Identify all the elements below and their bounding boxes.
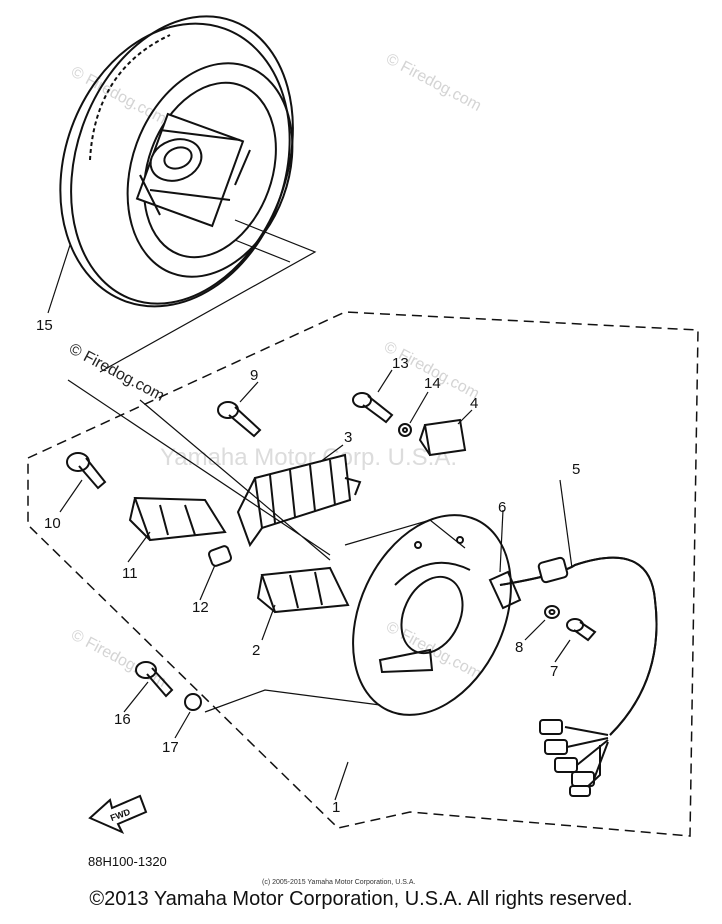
- flywheel-rotor: [59, 15, 294, 308]
- pickup-coil: [423, 418, 467, 457]
- part-labels: 1 2 3 4 5 6 7 8 9 10 11 12 13 14 15 16 1…: [36, 317, 580, 816]
- diagram-code: 88H100-1320: [88, 854, 167, 869]
- leader-9: [239, 381, 259, 403]
- label-12: 12: [192, 599, 209, 616]
- label-10: 10: [44, 515, 61, 532]
- leader-4: [457, 409, 473, 425]
- charge-coil: [236, 453, 362, 548]
- leader-8: [524, 619, 546, 641]
- label-13: 13: [392, 355, 409, 372]
- leader-11: [127, 531, 151, 563]
- watermark-top-left: © Firedog.com: [68, 64, 169, 128]
- watermark-top-right: © Firedog.com: [383, 51, 484, 115]
- screw-16: [135, 661, 174, 698]
- label-17: 17: [162, 739, 179, 756]
- leader-1: [334, 761, 349, 801]
- label-1: 1: [332, 799, 340, 816]
- leader-7: [554, 639, 571, 663]
- screw-9: [217, 401, 262, 438]
- leader-6: [499, 509, 504, 573]
- source-coil: [133, 496, 227, 542]
- leader-13: [377, 369, 393, 393]
- washer-14: [398, 423, 412, 437]
- leader-assembly-a: [67, 379, 331, 561]
- washer-17: [184, 693, 202, 711]
- leader-16: [123, 681, 149, 713]
- label-3: 3: [344, 429, 352, 446]
- footer-copyright: ©2013 Yamaha Motor Corporation, U.S.A. A…: [89, 888, 633, 910]
- leader-10: [59, 479, 83, 513]
- label-14: 14: [424, 375, 441, 392]
- screw-7: [566, 618, 597, 642]
- collar-12: [207, 545, 233, 567]
- stator-plate: [352, 514, 512, 716]
- leader-3: [319, 444, 344, 463]
- leader-5: [559, 479, 573, 569]
- label-7: 7: [550, 663, 558, 680]
- assembly-boundary: [27, 311, 699, 837]
- leader-14: [409, 391, 429, 424]
- label-11: 11: [122, 565, 138, 582]
- leader-assembly-c: [204, 689, 381, 713]
- label-15: 15: [36, 317, 53, 334]
- leader-12: [199, 564, 216, 601]
- leader-assembly-b: [344, 519, 466, 549]
- leader-2: [261, 604, 276, 641]
- small-copyright: (c) 2005-2015 Yamaha Motor Corporation, …: [262, 879, 415, 886]
- label-4: 4: [470, 395, 478, 412]
- label-8: 8: [515, 639, 523, 656]
- leader-15b: [99, 219, 317, 373]
- label-16: 16: [114, 711, 131, 728]
- watermark-dark: © Firedog.com: [66, 341, 167, 405]
- clamp: [488, 570, 522, 610]
- screw-13: [352, 392, 394, 424]
- lighting-coil: [260, 566, 350, 614]
- leader-15: [47, 244, 71, 314]
- label-6: 6: [498, 499, 506, 516]
- label-9: 9: [250, 367, 258, 384]
- screw-10: [66, 452, 107, 490]
- label-2: 2: [252, 642, 260, 659]
- label-5: 5: [572, 461, 580, 478]
- washer-8: [544, 605, 560, 619]
- fwd-arrow: FWD: [88, 794, 148, 835]
- leader-17: [174, 711, 191, 739]
- wire-harness: [499, 556, 658, 797]
